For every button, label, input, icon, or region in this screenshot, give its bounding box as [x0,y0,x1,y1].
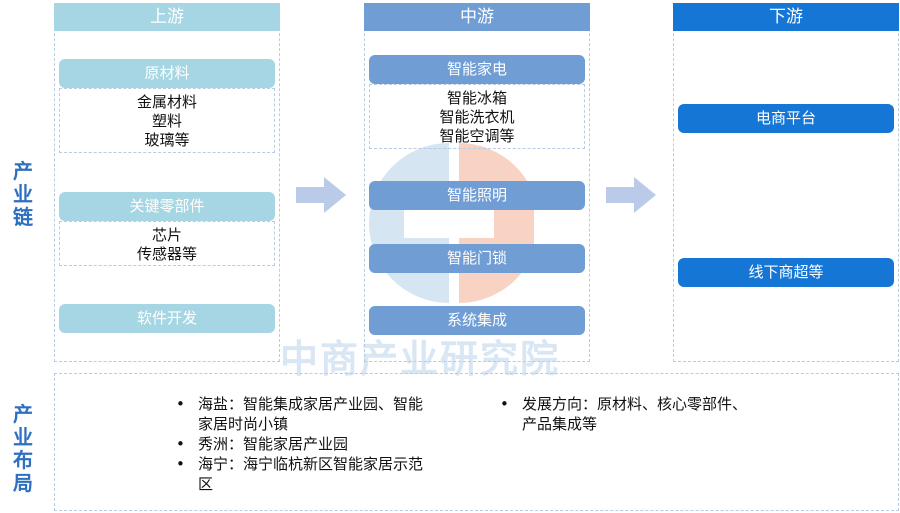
midstream-group-title-door-locks: 智能门锁 [369,244,585,273]
list-item: 智能冰箱 [446,89,507,107]
bullet-icon: • [500,395,509,413]
list-item: 芯片 [151,226,182,244]
bullet-icon: • [176,395,185,413]
downstream-item-ecommerce: 电商平台 [678,104,894,133]
upstream-group-items-key-components: 芯片 传感器等 [59,221,275,266]
upstream-group-items-raw-materials: 金属材料 塑料 玻璃等 [59,88,275,153]
midstream-group-items-appliances: 智能冰箱 智能洗衣机 智能空调等 [369,84,585,149]
upstream-group-title-software: 软件开发 [59,304,275,333]
midstream-group-title-system-integration: 系统集成 [369,306,585,335]
list-item: 智能洗衣机 [439,108,515,126]
industry-chain-label: 产业链 [13,159,33,229]
list-item: 玻璃等 [144,131,190,149]
downstream-item-offline-retail: 线下商超等 [678,258,894,287]
downstream-header: 下游 [673,3,899,31]
upstream-group-title-raw-materials: 原材料 [59,59,275,88]
list-item: 塑料 [151,112,182,130]
bullet-icon: • [176,435,185,453]
layout-bullet-haiyan: • 海盐：智能集成家居产业园、智能 家居时尚小镇 [176,395,424,433]
layout-bullet-xiuzhou: • 秀洲：智能家居产业园 [176,435,349,453]
upstream-group-title-key-components: 关键零部件 [59,192,275,221]
layout-bullet-direction: • 发展方向：原材料、核心零部件、 产品集成等 [500,395,748,433]
industry-layout-box [54,373,899,511]
list-item: 传感器等 [136,245,197,263]
downstream-column [673,3,899,362]
industry-layout-label: 产业布局 [13,402,33,495]
list-item: 金属材料 [136,93,197,111]
flow-arrow-icon [606,177,656,213]
list-item: 智能空调等 [439,127,515,145]
upstream-header: 上游 [54,3,280,31]
bullet-icon: • [176,455,185,473]
midstream-header: 中游 [364,3,590,31]
midstream-group-title-lighting: 智能照明 [369,181,585,210]
layout-bullet-haining: • 海宁：海宁临杭新区智能家居示范 区 [176,455,424,493]
midstream-group-title-appliances: 智能家电 [369,55,585,84]
flow-arrow-icon [296,177,346,213]
